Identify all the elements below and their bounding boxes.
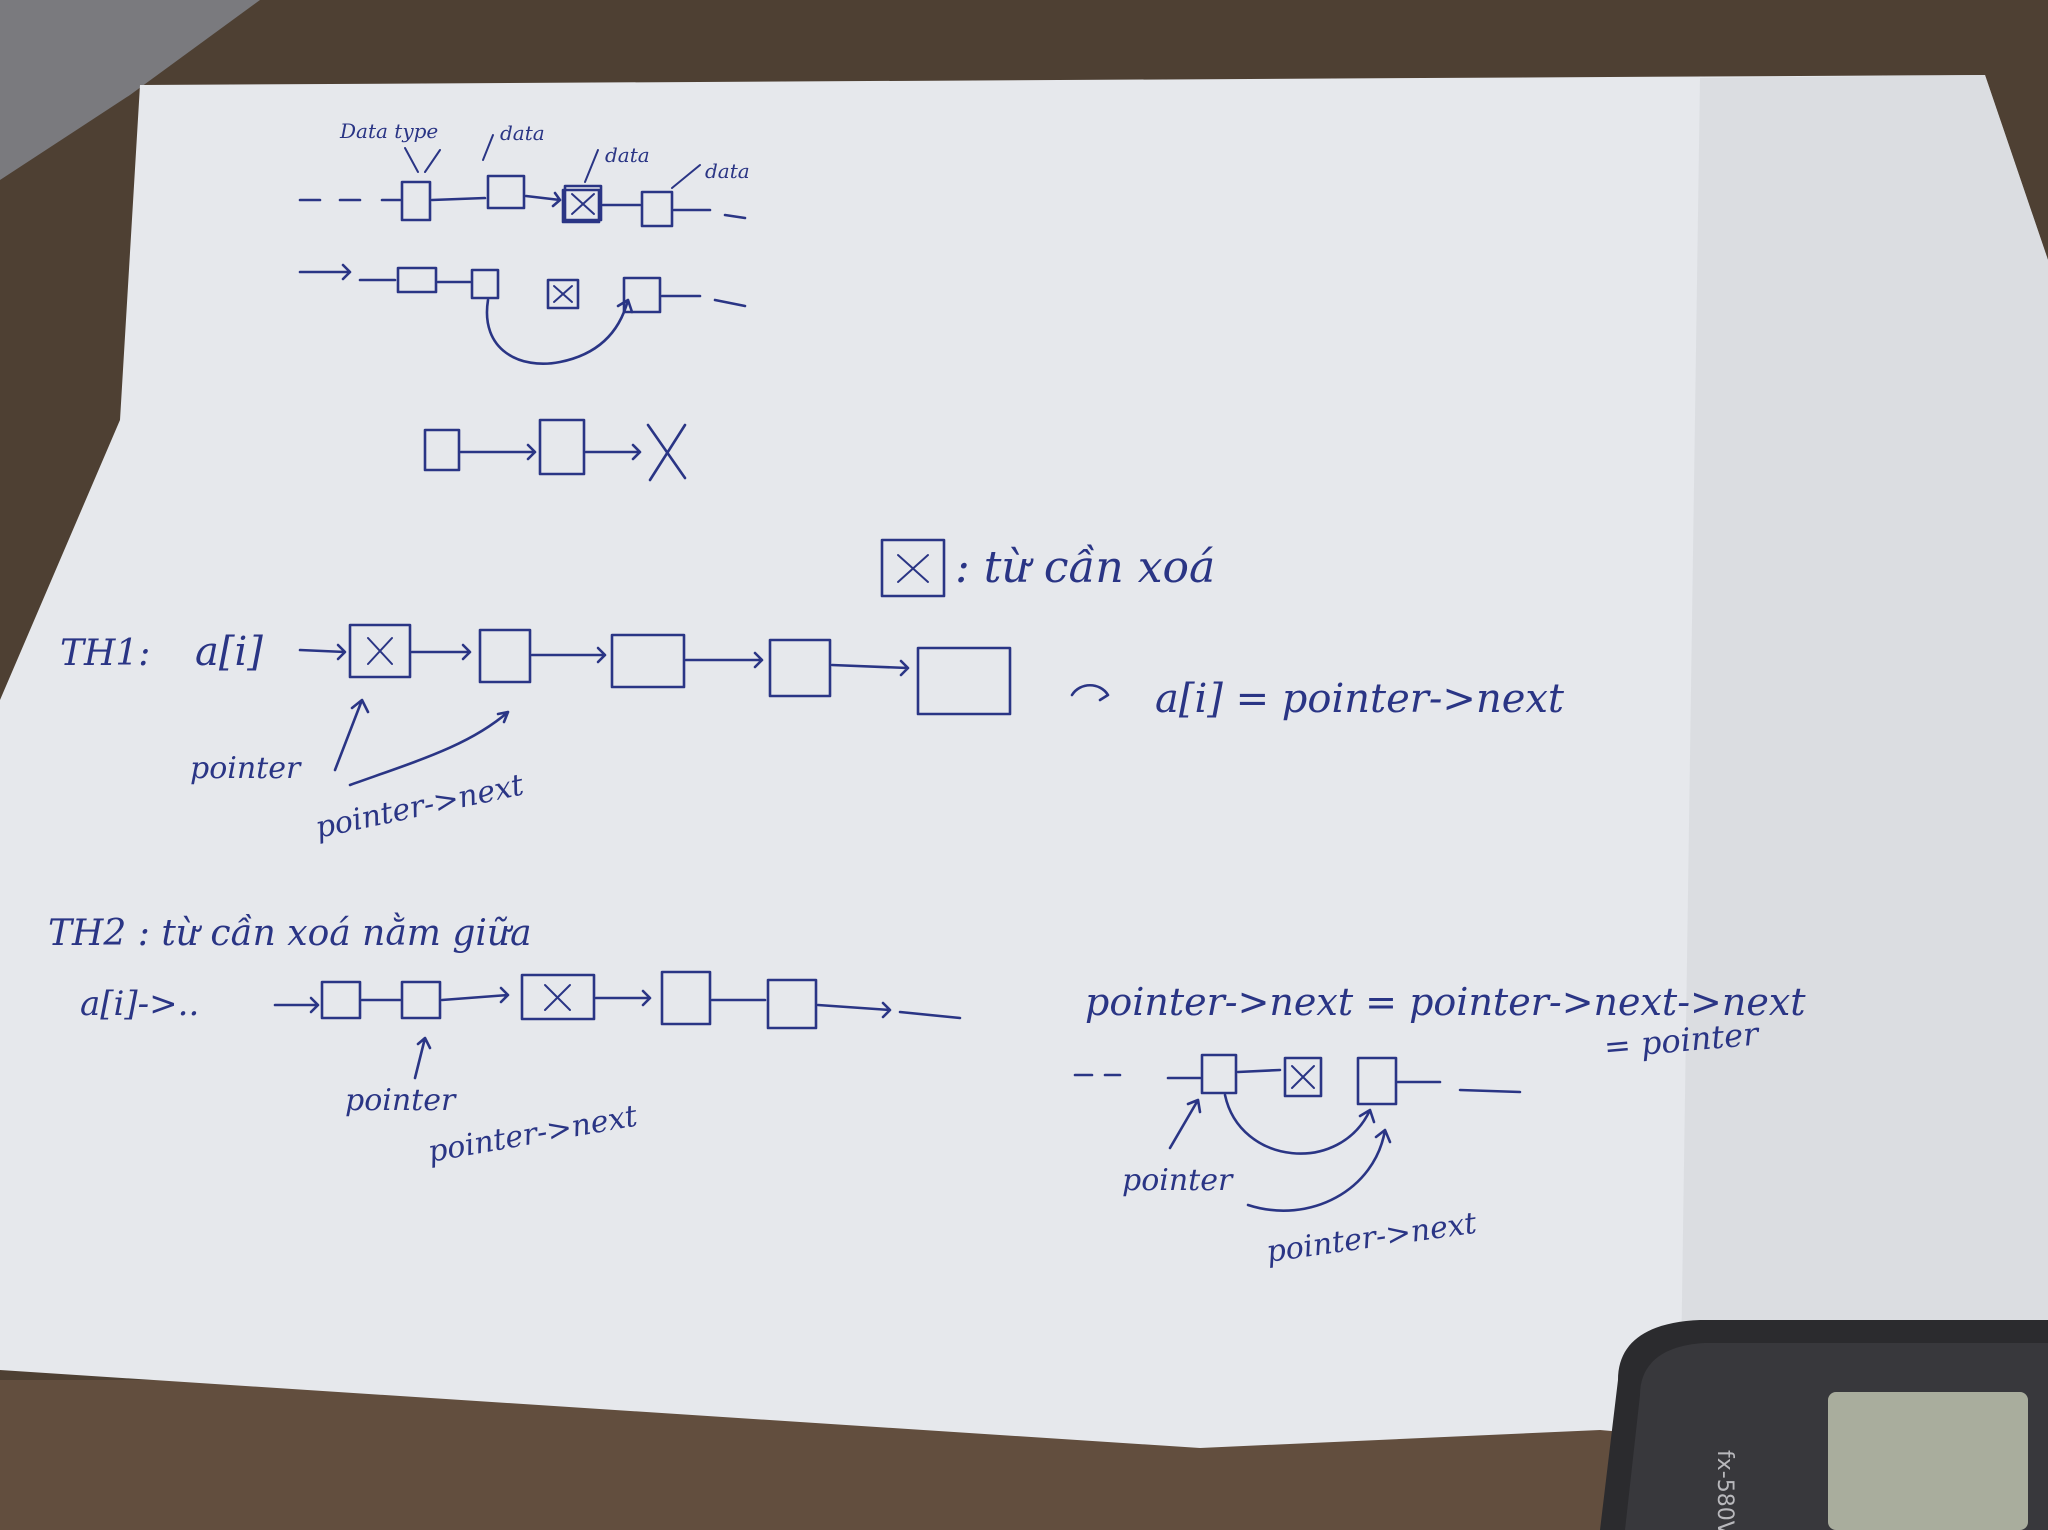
row3-node-1 — [423, 428, 461, 472]
th1-node-4 — [768, 638, 832, 698]
row1-node-3 — [561, 188, 601, 224]
label-data-3: data — [705, 159, 750, 183]
row1-node-deleted — [563, 184, 603, 222]
row1-arrow-1 — [430, 196, 487, 202]
th2-diag-arrow-1 — [1236, 1068, 1282, 1074]
th2-node-deleted — [520, 973, 596, 1021]
th1-arrow-1 — [410, 643, 472, 661]
top-linked-list-diagram: Data type data data data — [298, 119, 750, 482]
th2-diag-pointer-label: pointer — [1122, 1163, 1234, 1198]
row2-bypass-arrow — [485, 298, 634, 365]
row3-arrow-2 — [584, 443, 642, 461]
row2-node-1 — [396, 266, 438, 294]
th1-pointer-arrow — [333, 698, 370, 772]
th1-arrow-4 — [830, 659, 910, 677]
th1-arrow-0 — [298, 643, 347, 661]
legend-node-deleted — [880, 538, 946, 598]
row1-x-mark — [571, 193, 595, 215]
row1-node-4 — [640, 190, 674, 228]
th2-label: TH2 : từ cần xoá nằm giữa — [48, 913, 532, 954]
label-data-type: Data type — [339, 119, 438, 143]
th2-diag-bypass-arrow — [1223, 1093, 1376, 1155]
th2-array-ref: a[i]->.. — [80, 984, 199, 1024]
case-th2: TH2 : từ cần xoá nằm giữa a[i]->.. point… — [48, 913, 1806, 1270]
th2-node-1 — [320, 980, 362, 1020]
th1-x-mark — [367, 637, 393, 665]
row3-null-x — [646, 423, 687, 482]
th1-node-5 — [916, 646, 1012, 716]
legend-text: : từ cần xoá — [955, 542, 1215, 593]
row3-node-2 — [538, 418, 586, 476]
row2-node-deleted — [546, 278, 580, 310]
th2-arrow-2 — [440, 986, 510, 1004]
row2-x-mark — [553, 285, 573, 303]
row2-node-2 — [470, 268, 500, 300]
row1-tail — [672, 208, 747, 220]
row2-arrow-start — [298, 263, 397, 282]
th2-pointer-arrow — [413, 1036, 432, 1080]
legend: : từ cần xoá — [880, 538, 1215, 598]
th2-rule-line1: pointer->next = pointer->next->next — [1085, 980, 1806, 1024]
row3-arrow-1 — [459, 443, 537, 461]
th2-x-mark — [544, 984, 571, 1011]
th2-diag-x-mark — [1291, 1065, 1315, 1089]
th2-diag-node-pointer — [1200, 1053, 1238, 1095]
th2-diag-tail — [1396, 1080, 1522, 1094]
th1-rule: a[i] = pointer->next — [1155, 676, 1565, 722]
row1-arrow-2 — [524, 191, 562, 208]
th2-tail — [816, 1001, 962, 1020]
th1-node-3 — [610, 633, 686, 689]
th2-diag-next-arrow — [1246, 1128, 1392, 1212]
th1-label: TH1: — [60, 633, 150, 674]
background-object — [0, 0, 260, 180]
row2-tail — [660, 294, 747, 308]
label-pointers — [404, 134, 701, 189]
th1-arrow-2 — [530, 646, 607, 664]
th2-diag-node-deleted — [1283, 1056, 1323, 1098]
th1-node-2 — [478, 628, 532, 684]
th1-pointer-label: pointer — [190, 751, 302, 786]
th1-implies-mark — [1070, 683, 1110, 702]
th2-node-pointer — [400, 980, 442, 1020]
label-data-2: data — [605, 143, 650, 167]
th2-node-5 — [766, 978, 818, 1030]
row2-node-4 — [622, 276, 662, 314]
calculator-model-label: fx-580VN X — [1712, 1450, 1737, 1530]
legend-x-mark — [897, 554, 929, 583]
th2-diag-dots — [1073, 1073, 1202, 1080]
paper-shade — [1680, 75, 2048, 1460]
row1-node-2 — [486, 174, 526, 210]
calculator-icon: fx-580VN X — [1600, 1320, 2048, 1530]
label-data-1: data — [500, 121, 545, 145]
th2-diag-node-next — [1356, 1056, 1398, 1106]
th1-next-arrow — [348, 710, 510, 787]
th2-diag-pointer-arrow — [1168, 1098, 1202, 1150]
calculator-screen — [1828, 1392, 2028, 1530]
th1-node-deleted — [348, 623, 412, 679]
th2-arrow-0 — [273, 996, 320, 1014]
th2-node-4 — [660, 970, 712, 1026]
th2-pointer-label: pointer — [345, 1083, 457, 1118]
th1-arrow-3 — [684, 651, 764, 669]
paper-sheet — [0, 75, 2048, 1470]
row1-node-1 — [400, 180, 432, 222]
th2-arrow-3 — [594, 989, 652, 1007]
th1-array-ref: a[i] — [195, 629, 263, 675]
